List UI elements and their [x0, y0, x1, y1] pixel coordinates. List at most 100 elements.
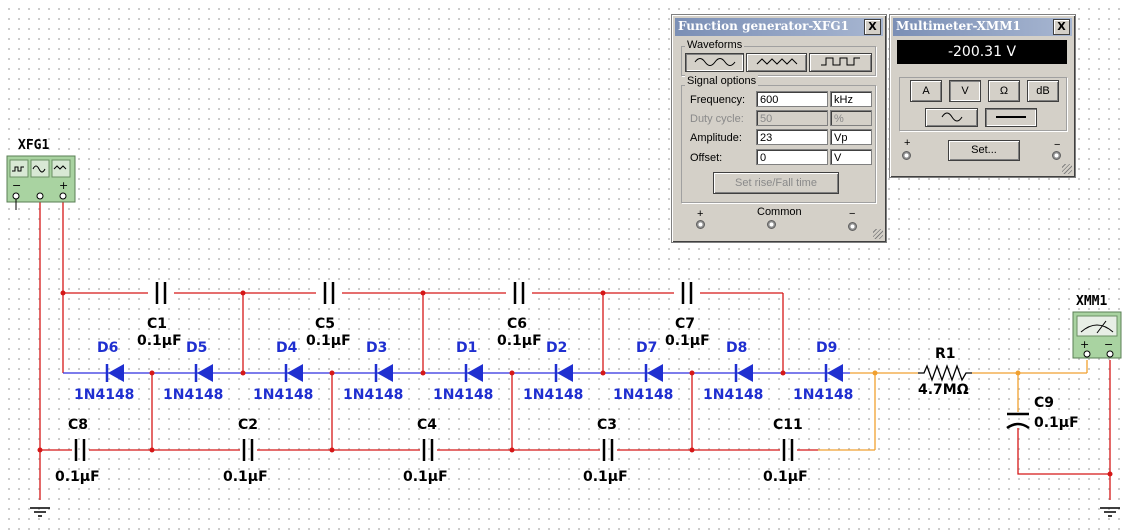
diode-d1[interactable] — [464, 364, 483, 382]
capacitor-c2-name: C2 — [238, 417, 258, 433]
frequency-unit-select[interactable]: kHz — [830, 91, 872, 107]
capacitor-c7-name: C7 — [675, 316, 695, 332]
diode-name: D9 — [816, 340, 837, 356]
capacitor-c4[interactable] — [422, 439, 434, 461]
mode-ohm-button[interactable]: Ω — [988, 80, 1020, 102]
diode-d9[interactable] — [824, 364, 843, 382]
multimeter-titlebar[interactable]: Multimeter-XMM1 X — [893, 18, 1072, 36]
function-generator-close-button[interactable]: X — [864, 19, 881, 35]
sine-wave-button[interactable] — [685, 53, 744, 72]
junctions — [37, 290, 1113, 477]
capacitor-c9-name: C9 — [1034, 395, 1054, 411]
diode-d7[interactable] — [644, 364, 663, 382]
ac-coupling-button[interactable] — [925, 108, 978, 127]
mm-plus-terminal[interactable] — [902, 151, 911, 160]
mode-volt-button[interactable]: V — [949, 80, 981, 102]
xfg1-plus-sign: + — [59, 179, 68, 192]
diode-name: D2 — [546, 340, 567, 356]
diode-body — [108, 364, 124, 382]
diode-name: D4 — [276, 340, 298, 356]
capacitor-c1-value: 0.1µF — [137, 333, 182, 349]
capacitor-c1[interactable] — [148, 280, 174, 306]
xfg1-minus-sign: − — [12, 179, 21, 192]
frequency-label: Frequency: — [690, 94, 746, 106]
multimeter-window[interactable]: Multimeter-XMM1 X -200.31 V A V Ω dB + −… — [889, 14, 1076, 178]
diode-model: 1N4148 — [343, 387, 403, 403]
resistor-r1[interactable] — [918, 364, 972, 382]
diode-name: D7 — [636, 340, 657, 356]
orange-wires — [818, 360, 1088, 451]
capacitor-c5[interactable] — [316, 280, 342, 306]
capacitor-c9-value: 0.1µF — [1034, 415, 1079, 431]
amplitude-input[interactable]: 23 — [756, 129, 828, 145]
diode-d3[interactable] — [374, 364, 393, 382]
diode-model: 1N4148 — [613, 387, 673, 403]
multimeter-set-button[interactable]: Set... — [948, 140, 1020, 161]
offset-unit-select[interactable]: V — [830, 149, 872, 165]
capacitor-c2[interactable] — [242, 439, 254, 461]
diode-d6[interactable] — [105, 364, 124, 382]
square-wave-button[interactable] — [809, 53, 872, 72]
xfg1-label: XFG1 — [18, 138, 49, 153]
diode-body — [467, 364, 483, 382]
capacitor-c7-value: 0.1µF — [665, 333, 710, 349]
capacitor-c3-value: 0.1µF — [583, 469, 628, 485]
offset-label: Offset: — [690, 152, 723, 164]
fg-minus-terminal[interactable] — [848, 222, 857, 231]
duty-cycle-input[interactable]: 50 — [756, 110, 828, 126]
offset-input[interactable]: 0 — [756, 149, 828, 165]
fg-plus-terminal[interactable] — [696, 220, 705, 229]
diode-d5[interactable] — [194, 364, 213, 382]
mm-minus-terminal[interactable] — [1052, 151, 1061, 160]
multimeter-mode-group — [899, 77, 1067, 131]
capacitor-c3[interactable] — [602, 439, 614, 461]
capacitor-c5-name: C5 — [315, 316, 335, 332]
fg-common-label: Common — [757, 206, 802, 218]
mode-db-button[interactable]: dB — [1027, 80, 1059, 102]
diode-model: 1N4148 — [703, 387, 763, 403]
mm-minus-label: − — [1054, 139, 1061, 151]
multimeter-close-button[interactable]: X — [1053, 19, 1070, 35]
diode-body — [737, 364, 753, 382]
capacitor-c11[interactable] — [782, 439, 794, 461]
xmm1-label: XMM1 — [1076, 294, 1107, 309]
function-generator-title: Function generator-XFG1 — [678, 19, 849, 33]
capacitor-c8[interactable] — [74, 439, 86, 461]
capacitor-c2-value: 0.1µF — [223, 469, 268, 485]
red-wires — [39, 198, 1111, 500]
fg-resize-grip[interactable] — [873, 229, 883, 239]
set-rise-fall-time-button[interactable]: Set rise/Fall time — [713, 172, 839, 194]
capacitor-c9[interactable] — [1006, 412, 1030, 430]
function-generator-window[interactable]: Function generator-XFG1 X Waveforms Sign… — [671, 14, 887, 243]
amplitude-unit-select[interactable]: Vp — [830, 129, 872, 145]
waveforms-label: Waveforms — [685, 39, 745, 51]
capacitor-c7[interactable] — [674, 280, 700, 306]
resistor-r1-value: 4.7MΩ — [918, 382, 969, 398]
diode-d4[interactable] — [284, 364, 303, 382]
svg-text:−: − — [1104, 338, 1113, 351]
frequency-input[interactable]: 600 — [756, 91, 828, 107]
xfg1-symbol[interactable]: − + — [6, 155, 76, 210]
diode-name: D6 — [97, 340, 118, 356]
resistor-r1-name: R1 — [935, 346, 956, 362]
ac-wave-icon — [941, 112, 962, 122]
diode-d8[interactable] — [734, 364, 753, 382]
mode-ampere-button[interactable]: A — [910, 80, 942, 102]
diode-model: 1N4148 — [433, 387, 493, 403]
diode-group: D61N4148D51N4148D41N4148D31N4148D11N4148… — [74, 340, 853, 403]
capacitor-c6[interactable] — [506, 280, 532, 306]
dc-coupling-button[interactable] — [985, 108, 1037, 127]
capacitor-c4-name: C4 — [417, 417, 437, 433]
capacitor-c4-value: 0.1µF — [403, 469, 448, 485]
duty-cycle-label: Duty cycle: — [690, 113, 744, 125]
triangle-wave-button[interactable] — [746, 53, 807, 72]
diode-d2[interactable] — [554, 364, 573, 382]
diode-name: D8 — [726, 340, 747, 356]
function-generator-titlebar[interactable]: Function generator-XFG1 X — [675, 18, 883, 36]
xmm1-symbol[interactable]: + − — [1072, 311, 1122, 359]
fg-common-terminal[interactable] — [767, 220, 776, 229]
diode-model: 1N4148 — [253, 387, 313, 403]
mm-resize-grip[interactable] — [1062, 164, 1072, 174]
mm-plus-label: + — [904, 137, 911, 149]
